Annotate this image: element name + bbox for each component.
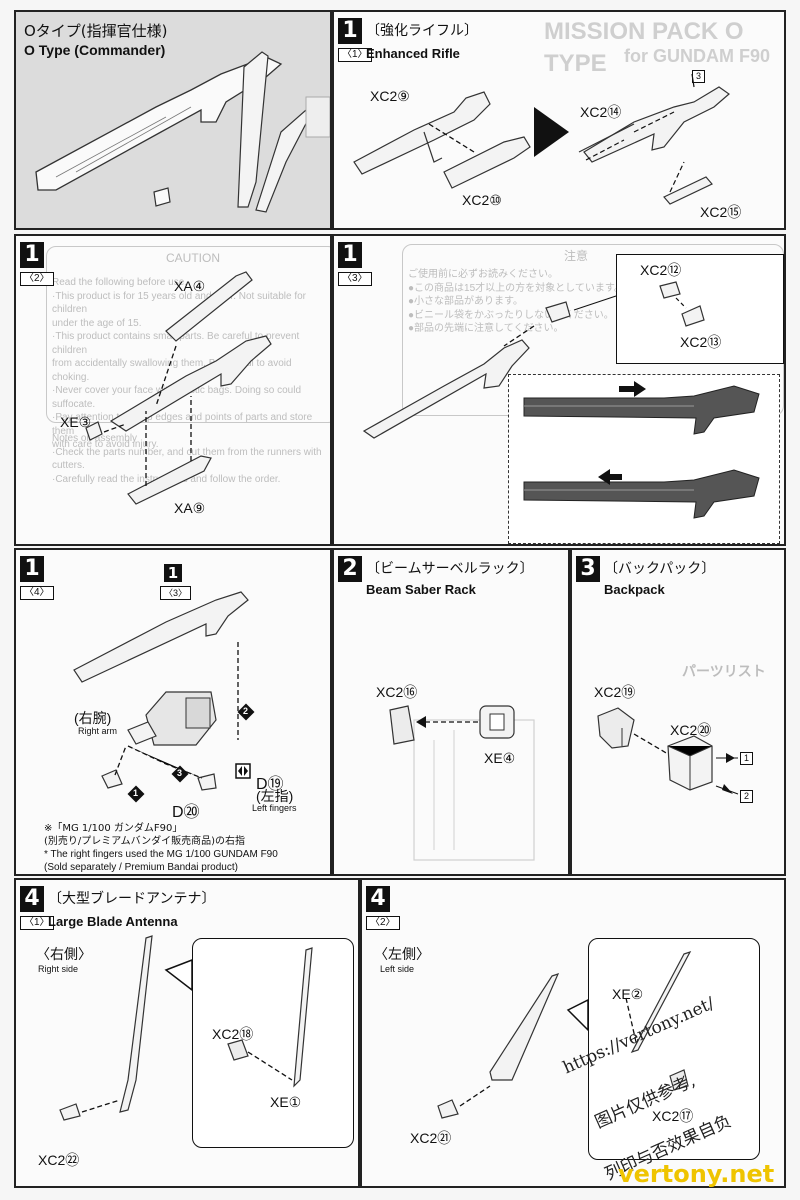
substep-label: 〈1〉 — [20, 916, 54, 930]
box-label: 2 — [740, 790, 753, 803]
part-label: XC2⑮ — [700, 204, 742, 220]
step-title-jp: 〔バックパック〕 — [604, 561, 716, 577]
step-number: 1 — [338, 18, 362, 44]
part-label: XC2⑨ — [370, 88, 410, 104]
backpack-illustration — [597, 707, 739, 795]
ghost-caution-heading: 注意 — [564, 249, 589, 263]
panel-step1-2: CAUTION Read the following before use. ·… — [14, 234, 332, 546]
substep-label: 〈3〉 — [338, 272, 372, 286]
ghost-pack-sub: for GUNDAM F90 — [624, 46, 771, 66]
ghost-caution-box — [46, 246, 330, 423]
saber-rack-illustration — [389, 705, 535, 861]
rifle-detail-illustration — [362, 281, 760, 519]
ghost-caution-text: Read the following before use. ·This pro… — [52, 277, 313, 450]
step-number: 4 — [366, 886, 390, 912]
part-label: D⑲ — [256, 776, 284, 793]
step-number: 4 — [20, 886, 44, 912]
step-title-en: Backpack — [604, 582, 665, 597]
part-label: XC2⑬ — [680, 334, 722, 350]
o-type-rifle-illustration — [35, 51, 330, 213]
step-title-jp: 〔ビームサーベルラック〕 — [366, 561, 534, 577]
part-label: XC2⑳ — [670, 722, 712, 738]
watermark-brand: vertony.net — [618, 1160, 775, 1188]
left-antenna-illustration — [437, 950, 692, 1119]
note-en: * The right fingers used the MG 1/100 GU… — [44, 849, 278, 873]
left-fingers-label-en: Left fingers — [252, 803, 297, 813]
part-label: XC2㉑ — [410, 1130, 452, 1146]
panel-step2: 2 〔ビームサーベルラック〕 Beam Saber Rack XC2⑯ XE④ — [332, 548, 570, 876]
panel-step3: 3 〔バックパック〕 Backpack パーツリスト XC2⑲ XC2⑳ 1 2 — [570, 548, 786, 876]
note-jp: ※「MG 1/100 ガンダムF90」 (別売り/プレミアムバンダイ販売商品)の… — [44, 823, 245, 847]
substep-label: 〈4〉 — [20, 586, 54, 600]
side-label-jp: 〈左側〉 — [374, 947, 430, 963]
part-label: XC2⑯ — [376, 684, 418, 700]
step-title-jp: 〔強化ライフル〕 — [366, 23, 478, 39]
part-label: XA④ — [174, 278, 206, 294]
arrow-label: 3 — [177, 768, 183, 778]
step-number: 1 — [338, 242, 362, 268]
part-label: XE④ — [484, 750, 516, 766]
part-label: D⑳ — [172, 804, 200, 821]
panel-o-type: Oタイプ(指揮官仕様) O Type (Commander) — [14, 10, 332, 230]
step-title-en: Enhanced Rifle — [366, 46, 460, 61]
panel-step1-4: 1 〈4〉 1 〈3〉 (右腕) Right arm D⑳ D⑲ (左指) Le… — [14, 548, 332, 876]
ghost-caution-text: ご使用前に必ずお読みください。 ●この商品は15才以上の方を対象としています。 … — [408, 269, 624, 334]
arrow-label: 1 — [133, 788, 139, 798]
arrow-label: 2 — [243, 706, 249, 716]
panel-step1-1: MISSION PACK O TYPE for GUNDAM F90 1 〔強化… — [332, 10, 786, 230]
ghost-pack-header: MISSION PACK O TYPE — [544, 18, 744, 78]
substep-label: 〈2〉 — [20, 272, 54, 286]
side-label-en: Left side — [380, 964, 415, 974]
rifle-subassembly-illustration — [85, 271, 272, 505]
part-label: XC2⑭ — [580, 104, 622, 120]
side-label-en: Right side — [38, 964, 79, 974]
step-number: 2 — [338, 556, 362, 582]
right-arm-label-en: Right arm — [78, 726, 118, 736]
step-number: 1 — [20, 242, 44, 268]
right-arm-label-jp: (右腕) — [74, 710, 112, 726]
part-label: XC2⑲ — [594, 684, 636, 700]
step-number: 1 — [20, 556, 44, 582]
part-label: XE③ — [60, 414, 92, 430]
part-label: XC2⑱ — [212, 1026, 254, 1042]
part-label: XE① — [270, 1094, 302, 1110]
step-title-jp: 〔大型ブレードアンテナ〕 — [48, 891, 216, 907]
part-label: XC2⑰ — [652, 1108, 694, 1124]
substep-label: 〈2〉 — [366, 916, 400, 930]
part-label: XC2㉒ — [38, 1152, 80, 1168]
step-title-en: Large Blade Antenna — [48, 914, 178, 929]
ghost-caution-title: CAUTION — [166, 251, 220, 265]
rifle-assembly-illustration — [353, 73, 730, 205]
ghost-parts-list: パーツリスト — [682, 663, 766, 679]
box-label: 3 — [692, 70, 705, 83]
side-label-jp: 〈右側〉 — [36, 947, 92, 963]
panel-step4-1: 4 〔大型ブレードアンテナ〕 〈1〉 Large Blade Antenna 〈… — [14, 878, 360, 1188]
step-title-en: Beam Saber Rack — [366, 582, 476, 597]
right-antenna-illustration — [59, 935, 313, 1121]
part-label: XA⑨ — [174, 500, 206, 516]
ref-substep-label: 〈3〉 — [160, 586, 192, 600]
panel-step1-3: 注意 ご使用前に必ずお読みください。 ●この商品は15才以上の方を対象としていま… — [332, 234, 786, 546]
box-label: 1 — [740, 752, 753, 765]
part-label: XC2⑩ — [462, 192, 502, 208]
substep-label: 〈1〉 — [338, 48, 372, 62]
part-label: XE② — [612, 986, 644, 1002]
ref-step-number: 1 — [164, 564, 182, 582]
o-type-title-en: O Type (Commander) — [24, 42, 166, 58]
step-number: 3 — [576, 556, 600, 582]
arm-rifle-illustration — [73, 591, 255, 803]
detail-box — [192, 938, 354, 1148]
arrow-step-markers — [127, 703, 255, 803]
part-label: XC2⑫ — [640, 262, 682, 278]
left-fingers-label-jp: (左指) — [256, 788, 294, 804]
panel-step4-2: 4 〈2〉 〈左側〉 Left side XE② XC2⑰ XC2㉑ — [360, 878, 786, 1188]
o-type-title-jp: Oタイプ(指揮官仕様) — [24, 22, 168, 40]
